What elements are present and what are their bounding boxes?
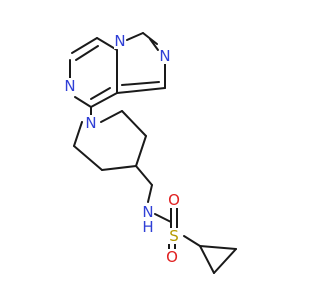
- bond: [73, 121, 83, 147]
- bond: [90, 92, 118, 108]
- bond: [135, 165, 153, 186]
- bond: [100, 110, 123, 123]
- atom-n_piperidine: N: [85, 114, 97, 132]
- atom-n_sulfonamide: N: [142, 203, 154, 221]
- atom-s_sulfonyl: S: [168, 227, 180, 245]
- atom-n_bridge: N: [159, 47, 171, 65]
- bond: [213, 248, 237, 274]
- bond: [121, 110, 147, 137]
- atom-o_lower: O: [166, 248, 178, 266]
- atom-label-background: [159, 48, 171, 64]
- atom-label-background: [166, 249, 178, 265]
- atom-label: O: [168, 191, 180, 209]
- bond: [71, 37, 98, 54]
- bond: [101, 165, 137, 171]
- atom-label: N: [114, 32, 125, 50]
- atom-label: N: [85, 114, 96, 132]
- bond: [90, 87, 111, 100]
- bond: [199, 245, 237, 250]
- atom-label-background: [142, 204, 154, 220]
- bond: [149, 38, 159, 51]
- atom-label: N: [142, 203, 153, 221]
- atom-label: H: [142, 218, 153, 236]
- atom-o_upper: O: [168, 191, 180, 209]
- atom-label: O: [166, 248, 178, 266]
- bond: [147, 184, 153, 203]
- atom-label-background: [142, 219, 154, 235]
- bond: [199, 245, 215, 274]
- atom-label-background: [114, 33, 126, 49]
- atom-n_pyrazine: N: [64, 77, 76, 95]
- bond: [135, 135, 147, 167]
- bond: [96, 37, 118, 51]
- bond: [75, 45, 99, 61]
- bond: [126, 32, 144, 41]
- bond: [116, 87, 166, 94]
- atom-label: N: [159, 47, 170, 65]
- atom-label: N: [64, 77, 75, 95]
- atom-n_imid_top: N: [114, 32, 126, 50]
- bond: [154, 213, 172, 223]
- bond: [121, 81, 160, 86]
- bond: [74, 96, 92, 108]
- atom-label-background: [64, 78, 76, 94]
- bond-layer: [69, 32, 237, 274]
- bond: [73, 145, 103, 171]
- bond: [183, 235, 201, 247]
- atom-label-background: [85, 115, 97, 131]
- atom-h_sulfonamide: H: [142, 218, 154, 236]
- atom-label-background: [168, 228, 180, 244]
- atom-label-background: [168, 192, 180, 208]
- atom-label: S: [169, 227, 179, 245]
